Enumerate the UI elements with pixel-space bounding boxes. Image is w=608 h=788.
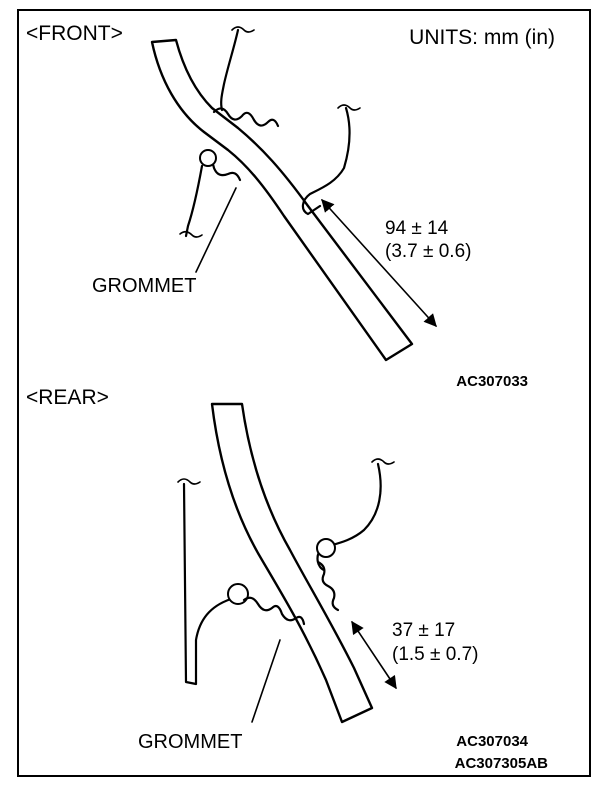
rear-grommet-label: GROMMET bbox=[138, 731, 242, 753]
front-hose bbox=[150, 38, 414, 362]
front-figure-code: AC307033 bbox=[456, 373, 528, 390]
front-grommet-label: GROMMET bbox=[92, 275, 196, 297]
sheet-code: AC307305AB bbox=[455, 755, 549, 772]
rear-figure-code: AC307034 bbox=[456, 733, 528, 750]
front-title: <FRONT> bbox=[26, 22, 123, 45]
rear-clip-knob bbox=[316, 538, 336, 558]
rear-grommet bbox=[242, 596, 306, 626]
diagram-frame bbox=[17, 9, 591, 777]
front-bracket-lower bbox=[184, 164, 204, 238]
rear-hose bbox=[210, 402, 374, 724]
rear-dimension-in: (1.5 ± 0.7) bbox=[392, 644, 478, 665]
front-view: <FRONT> UNITS: mm (in) 94 ± 14 (3.7 ± 0.… bbox=[26, 22, 555, 390]
front-dimension-mm: 94 ± 14 bbox=[385, 218, 449, 239]
rear-title: <REAR> bbox=[26, 386, 109, 409]
rear-clip-waves bbox=[316, 560, 340, 612]
front-dimension-in: (3.7 ± 0.6) bbox=[385, 241, 471, 262]
rear-clip-bracket bbox=[316, 462, 382, 572]
rear-view: <REAR> 37 ± 17 (1.5 ± 0.7) GROMMET AC307… bbox=[26, 386, 548, 772]
front-dimension-line bbox=[321, 199, 437, 327]
rear-bracket-left bbox=[182, 482, 236, 686]
front-clip-bracket bbox=[301, 106, 351, 216]
front-bracket-upper bbox=[220, 28, 240, 112]
front-grommet-leader bbox=[195, 187, 237, 273]
rear-grommet-knob bbox=[227, 583, 249, 605]
rear-dimension-line bbox=[351, 620, 397, 690]
front-grommet-knob bbox=[199, 149, 217, 167]
rear-grommet-leader bbox=[251, 639, 281, 723]
rear-dimension-mm: 37 ± 17 bbox=[392, 620, 455, 641]
units-label: UNITS: mm (in) bbox=[409, 26, 555, 49]
